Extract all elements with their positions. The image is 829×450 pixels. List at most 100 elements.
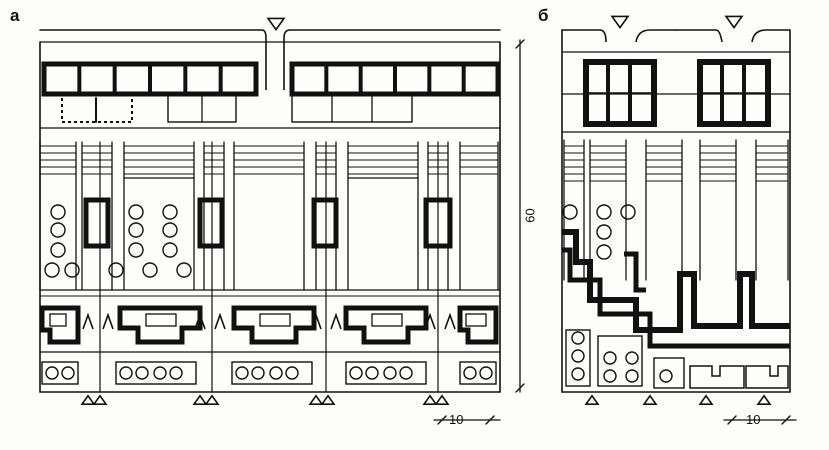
equipment-circle	[625, 369, 639, 383]
equipment-circle	[50, 204, 66, 220]
stair-arrow-icon	[330, 312, 342, 330]
equipment-circle	[625, 351, 639, 365]
equipment-circle	[365, 366, 379, 380]
bath-unit-outline	[39, 305, 81, 345]
triangle-up-icon	[308, 394, 324, 406]
equipment-room	[115, 361, 197, 385]
roof-curve	[635, 29, 676, 43]
triangle-up-icon	[204, 394, 220, 406]
bath-unit-outline	[343, 305, 429, 345]
equipment-circle	[596, 244, 612, 260]
stair-arrow-icon	[310, 312, 322, 330]
equipment-circle	[349, 366, 363, 380]
equipment-room	[565, 329, 591, 387]
bath-unit-outline	[117, 305, 203, 345]
equipment-circle	[235, 366, 249, 380]
equipment-circle	[162, 242, 178, 258]
shaft	[197, 197, 225, 249]
module-dimension-label-a: 10	[449, 412, 464, 427]
bath-unit-outline	[231, 305, 317, 345]
triangle-up-icon	[642, 394, 658, 406]
fixture	[49, 313, 67, 327]
stair-arrow-icon	[444, 312, 456, 330]
equipment-circle	[45, 366, 59, 380]
heavy-corridor-wall	[562, 247, 676, 349]
equipment-circle	[571, 349, 585, 363]
equipment-circle	[50, 242, 66, 258]
equipment-circle	[61, 366, 75, 380]
shaft	[83, 197, 111, 249]
equipment-circle	[659, 369, 673, 383]
equipment-room	[597, 335, 643, 387]
equipment-circle	[108, 262, 124, 278]
equipment-circle	[463, 366, 477, 380]
stepped-unit	[745, 365, 789, 389]
equipment-circle	[128, 242, 144, 258]
triangle-up-icon	[698, 394, 714, 406]
stair-arrow-icon	[214, 312, 226, 330]
dimension-tick	[781, 415, 791, 425]
equipment-room	[41, 361, 79, 385]
equipment-circle	[44, 262, 60, 278]
equipment-circle	[169, 366, 183, 380]
equipment-circle	[119, 366, 133, 380]
triangle-down-icon	[610, 15, 630, 29]
equipment-circle	[596, 224, 612, 240]
roof-curve	[715, 29, 723, 43]
stair-arrow-icon	[82, 312, 94, 330]
roof-curve	[751, 29, 790, 43]
office-room	[291, 93, 413, 123]
roof-curve	[599, 29, 607, 43]
triangle-up-icon	[434, 394, 450, 406]
dimension-tick	[727, 415, 737, 425]
equipment-circle	[162, 204, 178, 220]
equipment-circle	[64, 262, 80, 278]
equipment-room	[653, 357, 685, 389]
triangle-down-icon	[724, 15, 744, 29]
entrance-curve-right	[283, 29, 291, 90]
dimension-tick	[485, 415, 495, 425]
equipment-circle	[285, 366, 299, 380]
panel-a-label: а	[10, 6, 20, 25]
equipment-circle	[269, 366, 283, 380]
panel-b-label: б	[538, 6, 549, 25]
equipment-circle	[135, 366, 149, 380]
dimension-tick	[437, 415, 447, 425]
equipment-room	[459, 361, 497, 385]
module-dimension-label-b: 10	[746, 412, 761, 427]
equipment-circle	[603, 369, 617, 383]
bath-unit-outline	[457, 305, 499, 345]
triangle-up-icon	[584, 394, 600, 406]
equipment-circle	[176, 262, 192, 278]
equipment-circle	[603, 351, 617, 365]
equipment-circle	[50, 222, 66, 238]
heavy-corridor-wall	[562, 229, 790, 333]
triangle-up-icon	[320, 394, 336, 406]
equipment-circle	[571, 331, 585, 345]
triangle-up-icon	[92, 394, 108, 406]
equipment-circle	[383, 366, 397, 380]
equipment-circle	[142, 262, 158, 278]
equipment-room	[345, 361, 427, 385]
heavy-corridor-wall	[624, 251, 646, 293]
fixture	[145, 313, 177, 327]
fixture	[465, 313, 487, 327]
dashed-partition	[61, 98, 133, 123]
stair-arrow-icon	[194, 312, 206, 330]
equipment-circle	[571, 367, 585, 381]
equipment-circle	[251, 366, 265, 380]
stepped-unit	[689, 365, 745, 389]
dimension-tick	[515, 39, 525, 49]
stair-arrow-icon	[424, 312, 436, 330]
equipment-circle	[596, 204, 612, 220]
equipment-circle	[162, 222, 178, 238]
fixture	[259, 313, 291, 327]
equipment-room	[231, 361, 313, 385]
equipment-circle	[128, 222, 144, 238]
equipment-circle	[128, 204, 144, 220]
equipment-circle	[399, 366, 413, 380]
triangle-up-icon	[422, 394, 438, 406]
triangle-up-icon	[192, 394, 208, 406]
entrance-curve-left	[261, 29, 267, 90]
